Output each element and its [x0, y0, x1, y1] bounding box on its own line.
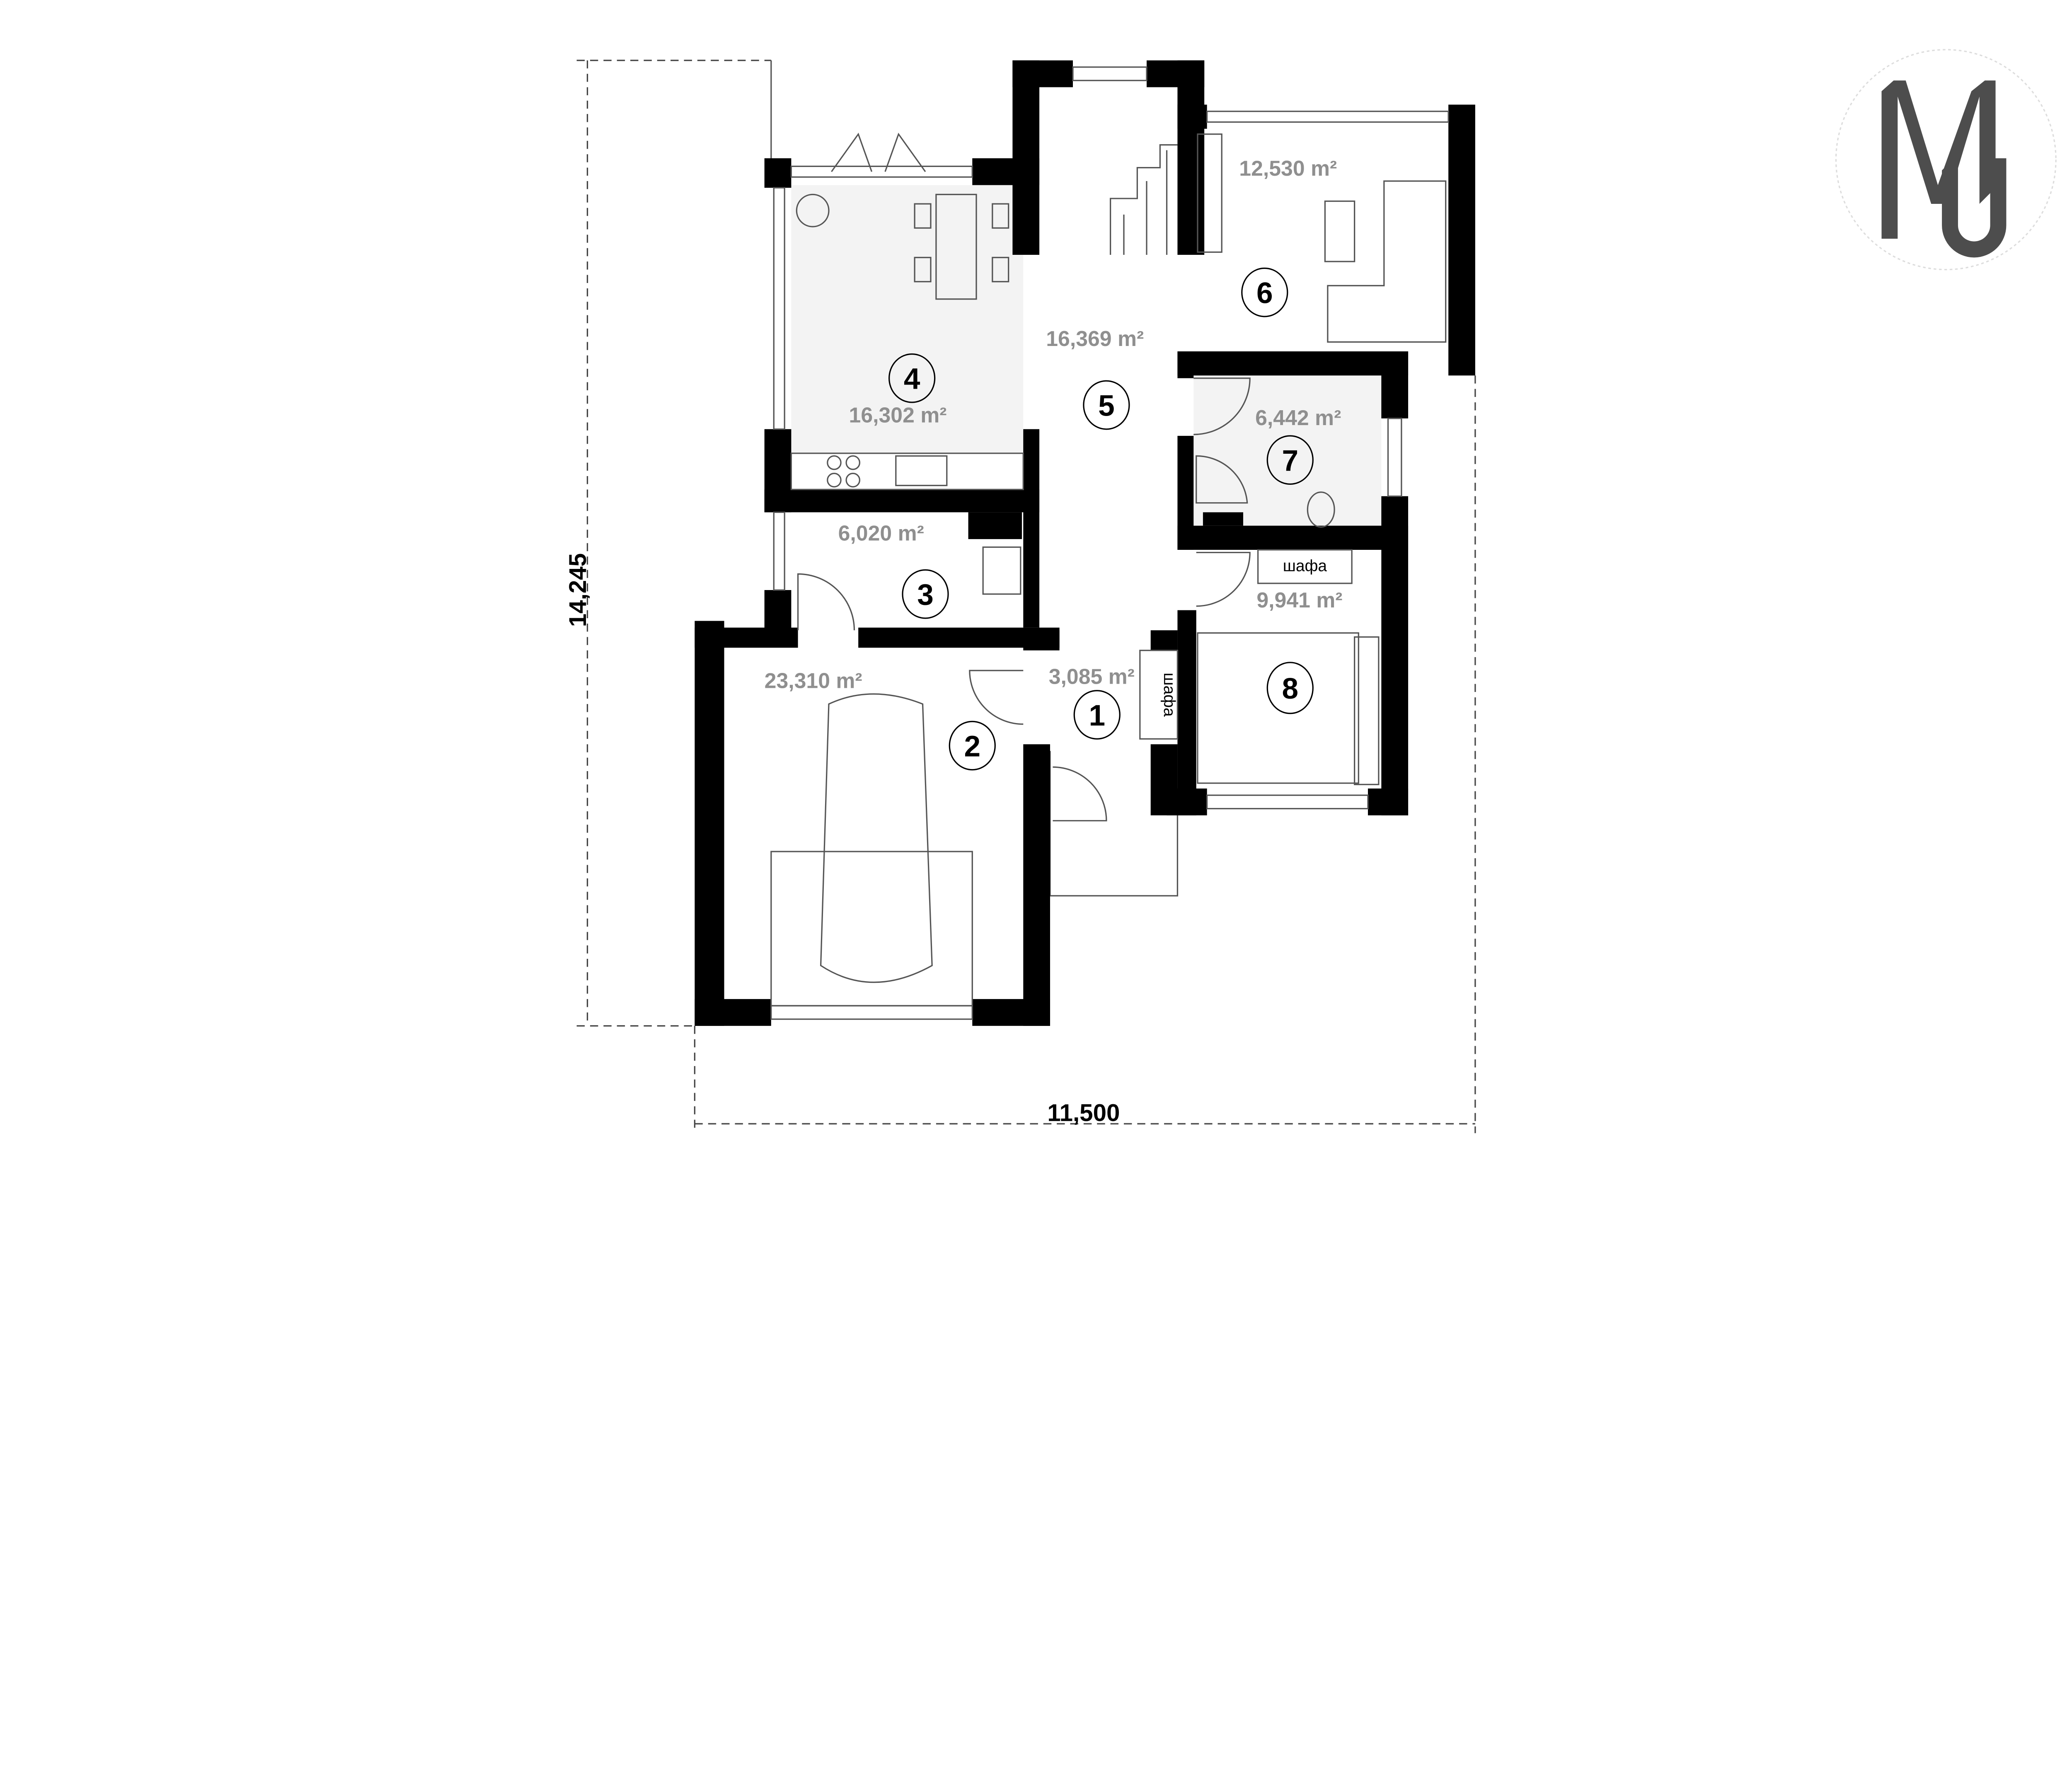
wardrobe-label-hall: шафа [1160, 672, 1178, 717]
doors [797, 133, 1251, 822]
svg-text:16,302 m²: 16,302 m² [849, 403, 947, 427]
svg-text:1: 1 [1089, 699, 1105, 732]
svg-text:3: 3 [917, 579, 934, 612]
kitchen-floor [791, 185, 1024, 453]
room-7: 6,442 m² 7 [1255, 406, 1341, 485]
dimension-width: 11,500 [694, 375, 1476, 1133]
furniture [770, 133, 1447, 1006]
room-2: 23,310 m² 2 [765, 668, 996, 771]
room-3: 6,020 m² 3 [838, 521, 949, 619]
svg-text:6,442 m²: 6,442 m² [1255, 406, 1341, 430]
svg-text:2: 2 [964, 730, 980, 763]
svg-text:12,530 m²: 12,530 m² [1239, 156, 1337, 180]
floor-plan: 14,245 11,500 [564, 49, 2057, 1133]
room-1: 3,085 m² 1 [1049, 665, 1135, 740]
svg-text:6,020 m²: 6,020 m² [838, 521, 924, 545]
height-dimension-label: 14,245 [564, 553, 591, 627]
wardrobe-label-bedroom: шафа [1283, 557, 1327, 575]
staircase [1109, 144, 1178, 255]
room-6: 12,530 m² 6 [1239, 156, 1337, 317]
svg-text:6: 6 [1256, 277, 1273, 310]
room-5: 16,369 m² 5 [1046, 327, 1144, 430]
car-icon [820, 693, 933, 983]
svg-text:23,310 m²: 23,310 m² [765, 668, 862, 692]
dimension-height: 14,245 [564, 60, 771, 1027]
room-4: 4 16,302 m² [849, 353, 947, 427]
svg-text:8: 8 [1282, 672, 1298, 705]
svg-text:4: 4 [904, 363, 920, 396]
svg-text:5: 5 [1098, 389, 1115, 422]
walls [695, 60, 1475, 1026]
logo [1835, 49, 2057, 271]
svg-text:7: 7 [1282, 445, 1298, 477]
width-dimension-label: 11,500 [1047, 1100, 1120, 1127]
svg-text:3,085 m²: 3,085 m² [1049, 665, 1135, 689]
svg-text:9,941 m²: 9,941 m² [1256, 588, 1342, 612]
bathroom-floor [1193, 375, 1382, 526]
svg-text:16,369 m²: 16,369 m² [1046, 327, 1144, 351]
plant-icon [796, 194, 830, 227]
room-8: 9,941 m² 8 [1256, 588, 1343, 714]
